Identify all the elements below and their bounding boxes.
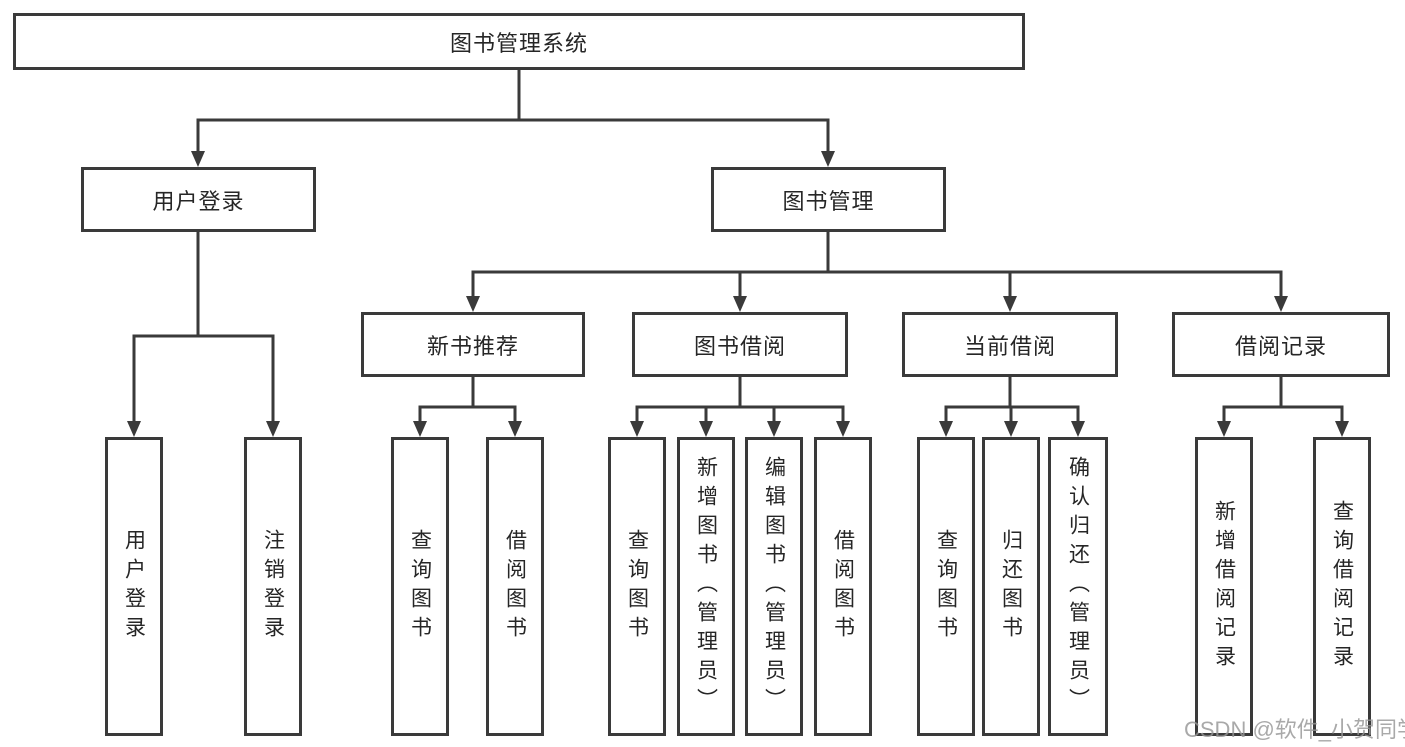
arrow-icon: [630, 421, 644, 437]
node-label: 新书推荐: [426, 333, 519, 359]
leaf-borrow-books-recommend: 借阅图书: [486, 437, 544, 736]
connector-user-login: [132, 232, 275, 423]
node-label: 借阅图书: [831, 528, 855, 645]
leaf-logout-login: 注销登录: [244, 437, 302, 736]
node-book-borrow: 图书借阅: [632, 312, 848, 377]
node-label: 注销登录: [261, 528, 285, 645]
node-label: 编辑图书（管理员）: [762, 456, 786, 717]
node-label: 借阅记录: [1234, 333, 1327, 359]
connector-book-management: [471, 232, 1283, 298]
connector-current-borrow: [944, 377, 1080, 423]
arrow-icon: [1004, 421, 1018, 437]
arrow-icon: [1335, 421, 1349, 437]
arrow-icon: [1217, 421, 1231, 437]
node-label: 确认归还（管理员）: [1066, 456, 1090, 717]
node-new-book-recommend: 新书推荐: [361, 312, 585, 377]
node-label: 当前借阅: [963, 333, 1056, 359]
node-label: 图书管理系统: [449, 30, 588, 56]
arrow-icon: [466, 296, 480, 312]
node-label: 图书管理: [782, 188, 875, 214]
leaf-confirm-return-admin: 确认归还（管理员）: [1048, 437, 1108, 736]
watermark: CSDN @软件_小贺同学: [1184, 717, 1405, 742]
leaf-add-book-admin: 新增图书（管理员）: [677, 437, 735, 736]
arrow-icon: [508, 421, 522, 437]
arrow-icon: [699, 421, 713, 437]
arrow-icon: [127, 421, 141, 437]
node-book-management: 图书管理: [711, 167, 946, 232]
connector-new-book-recommend: [418, 377, 517, 423]
node-borrow-records: 借阅记录: [1172, 312, 1390, 377]
connector-borrow-records: [1222, 377, 1344, 423]
leaf-borrow-books: 借阅图书: [814, 437, 872, 736]
leaf-edit-book-admin: 编辑图书（管理员）: [745, 437, 803, 736]
arrow-icon: [821, 151, 835, 167]
node-label: 用户登录: [122, 528, 146, 645]
node-label: 图书借阅: [693, 333, 786, 359]
node-label: 查询图书: [408, 528, 432, 645]
arrow-icon: [733, 296, 747, 312]
leaf-user-login: 用户登录: [105, 437, 163, 736]
leaf-return-book: 归还图书: [982, 437, 1040, 736]
node-label: 归还图书: [999, 528, 1023, 645]
arrow-icon: [266, 421, 280, 437]
leaf-query-books-recommend: 查询图书: [391, 437, 449, 736]
arrow-icon: [413, 421, 427, 437]
arrow-icon: [836, 421, 850, 437]
node-user-login: 用户登录: [81, 167, 316, 232]
arrow-icon: [1274, 296, 1288, 312]
connector-root: [196, 70, 830, 153]
leaf-query-borrow-record: 查询借阅记录: [1313, 437, 1371, 736]
node-label: 查询图书: [934, 528, 958, 645]
arrow-icon: [767, 421, 781, 437]
node-root-title: 图书管理系统: [13, 13, 1025, 70]
node-label: 新增图书（管理员）: [694, 456, 718, 717]
leaf-add-borrow-record: 新增借阅记录: [1195, 437, 1253, 736]
node-label: 新增借阅记录: [1212, 499, 1236, 674]
node-current-borrow: 当前借阅: [902, 312, 1118, 377]
arrow-icon: [191, 151, 205, 167]
arrow-icon: [939, 421, 953, 437]
node-label: 用户登录: [152, 188, 245, 214]
connector-book-borrow: [635, 377, 845, 423]
leaf-query-books-current: 查询图书: [917, 437, 975, 736]
arrow-icon: [1003, 296, 1017, 312]
node-label: 查询图书: [625, 528, 649, 645]
leaf-query-books-borrow: 查询图书: [608, 437, 666, 736]
node-label: 借阅图书: [503, 528, 527, 645]
node-label: 查询借阅记录: [1330, 499, 1354, 674]
arrow-icon: [1071, 421, 1085, 437]
